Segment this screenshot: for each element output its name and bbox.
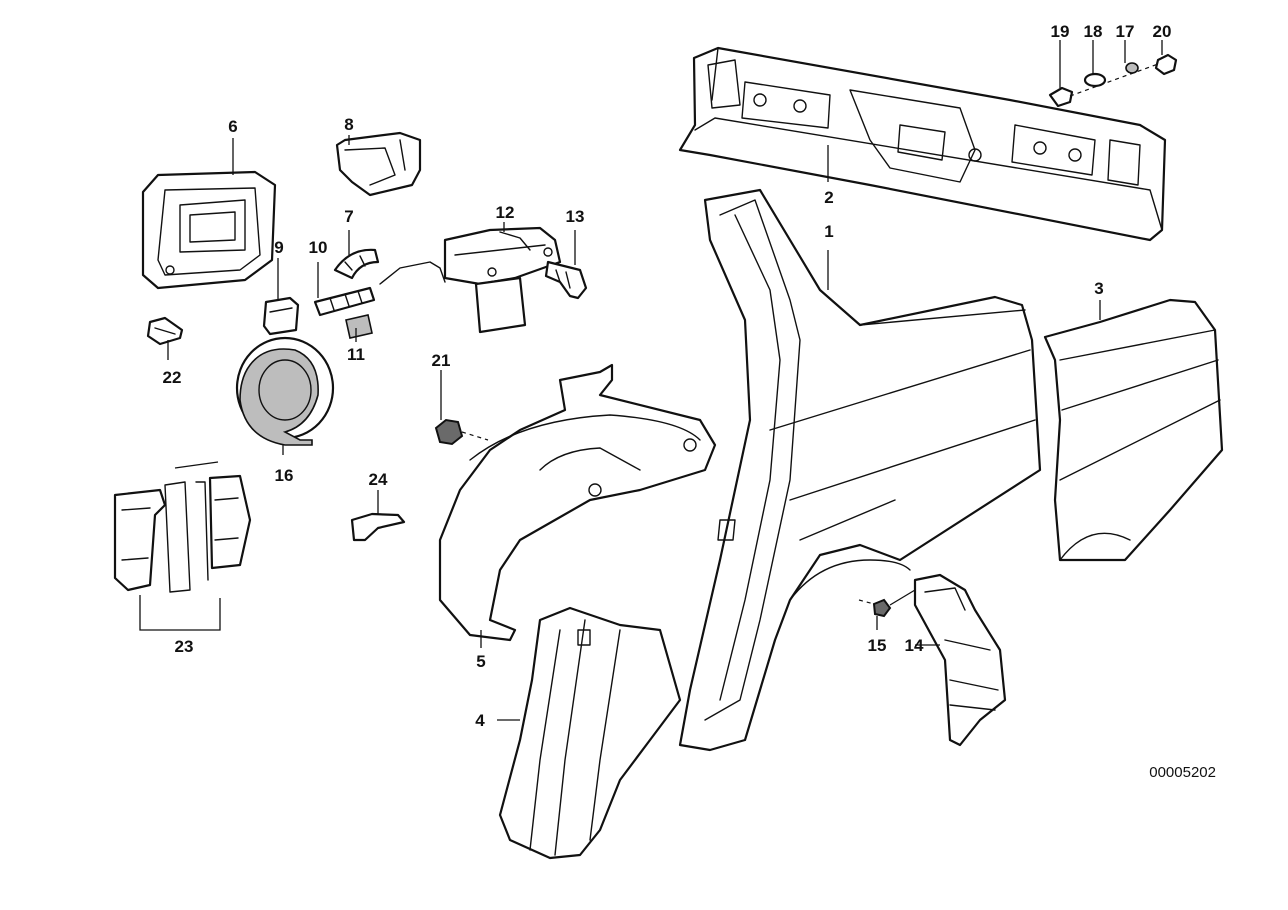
callout-18: 18 bbox=[1084, 22, 1103, 41]
callout-11: 11 bbox=[347, 345, 365, 364]
part-cap bbox=[262, 296, 300, 336]
document-number: 00005202 bbox=[1149, 764, 1216, 781]
callout-21: 21 bbox=[432, 351, 451, 370]
callout-labels: 1 2 3 4 5 6 7 8 9 10 11 12 13 14 15 16 1… bbox=[163, 22, 1172, 730]
part-fuel-flap-frame bbox=[141, 170, 277, 290]
part-nut bbox=[434, 418, 464, 446]
part-actuator bbox=[379, 226, 562, 334]
part-small-clip bbox=[146, 316, 184, 346]
part-clip bbox=[333, 248, 380, 280]
part-fastener-stack bbox=[1048, 53, 1178, 108]
part-bracket bbox=[335, 131, 422, 197]
part-pin bbox=[313, 286, 376, 317]
leader-lines bbox=[139, 40, 1163, 721]
callout-24: 24 bbox=[369, 470, 388, 489]
callout-6: 6 bbox=[228, 117, 237, 136]
callout-23: 23 bbox=[175, 637, 194, 656]
callout-19: 19 bbox=[1051, 22, 1070, 41]
callout-17: 17 bbox=[1116, 22, 1135, 41]
part-rear-end-panel bbox=[678, 46, 1167, 242]
callout-16: 16 bbox=[275, 466, 294, 485]
callout-10: 10 bbox=[309, 238, 328, 257]
callout-12: 12 bbox=[496, 203, 515, 222]
part-filler-cup bbox=[235, 336, 335, 446]
part-nut-small bbox=[872, 598, 892, 618]
callout-2: 2 bbox=[824, 188, 833, 207]
callout-22: 22 bbox=[163, 368, 182, 387]
part-lower-pillar bbox=[498, 606, 682, 860]
callout-15: 15 bbox=[868, 636, 887, 655]
callout-8: 8 bbox=[344, 115, 353, 134]
part-side-panel bbox=[678, 188, 1042, 752]
part-rear-quarter-panel bbox=[1043, 298, 1224, 562]
callout-9: 9 bbox=[274, 238, 283, 257]
part-hinge bbox=[113, 461, 252, 593]
part-bracket-clip bbox=[350, 512, 406, 542]
callout-7: 7 bbox=[344, 207, 353, 226]
callout-14: 14 bbox=[905, 636, 924, 655]
part-bolt bbox=[544, 260, 588, 300]
callout-20: 20 bbox=[1153, 22, 1172, 41]
callout-5: 5 bbox=[476, 652, 485, 671]
callout-3: 3 bbox=[1094, 279, 1103, 298]
callout-13: 13 bbox=[566, 207, 585, 226]
callout-1: 1 bbox=[824, 222, 833, 241]
part-wheel-arch-liner bbox=[438, 363, 717, 642]
part-inner-bracket bbox=[913, 573, 1007, 747]
part-grommet bbox=[345, 314, 373, 339]
callout-4: 4 bbox=[475, 711, 485, 730]
